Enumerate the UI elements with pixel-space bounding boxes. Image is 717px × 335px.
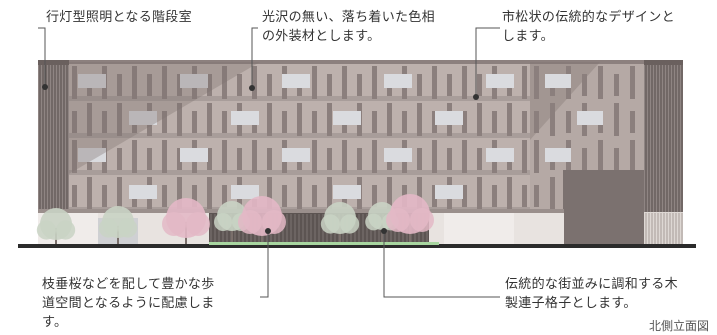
tree — [320, 202, 360, 246]
leader-line-checkered — [475, 27, 500, 97]
drawing-title: 北側立面図 — [648, 319, 709, 333]
leader-line-cherry — [260, 231, 269, 298]
callout-exterior-material: 光沢の無い、落ち着いた色相 の外装材とします。 — [262, 10, 435, 44]
callout-stair-hall: 行灯型照明となる階段室 — [46, 10, 192, 25]
street-trees — [36, 194, 434, 246]
tree — [386, 194, 434, 246]
tree — [98, 206, 138, 246]
ground-line — [18, 244, 696, 248]
tree — [162, 198, 210, 246]
leader-line-stair — [38, 27, 46, 87]
leader-dots — [42, 84, 479, 234]
leader-line-lattice — [383, 231, 500, 298]
lattice-screen — [563, 170, 659, 246]
callout-lattice: 伝統的な街並みに調和する木 製連子格子とします。 — [505, 277, 678, 311]
planting-strip — [209, 242, 439, 245]
callout-checkered-design: 市松状の伝統的なデザインと します。 — [502, 10, 675, 44]
building-right-wing — [530, 60, 659, 246]
tree — [238, 196, 286, 246]
leader-line-material — [251, 27, 258, 88]
leader-lines — [38, 27, 500, 298]
tree — [36, 208, 76, 246]
building-center-block — [67, 60, 533, 212]
stair-hall-right — [644, 60, 683, 246]
stair-hall-left — [38, 60, 69, 212]
callout-cherry-trees: 枝垂桜などを配して豊かな歩 道空間となるように配慮しま す。 — [42, 277, 215, 330]
